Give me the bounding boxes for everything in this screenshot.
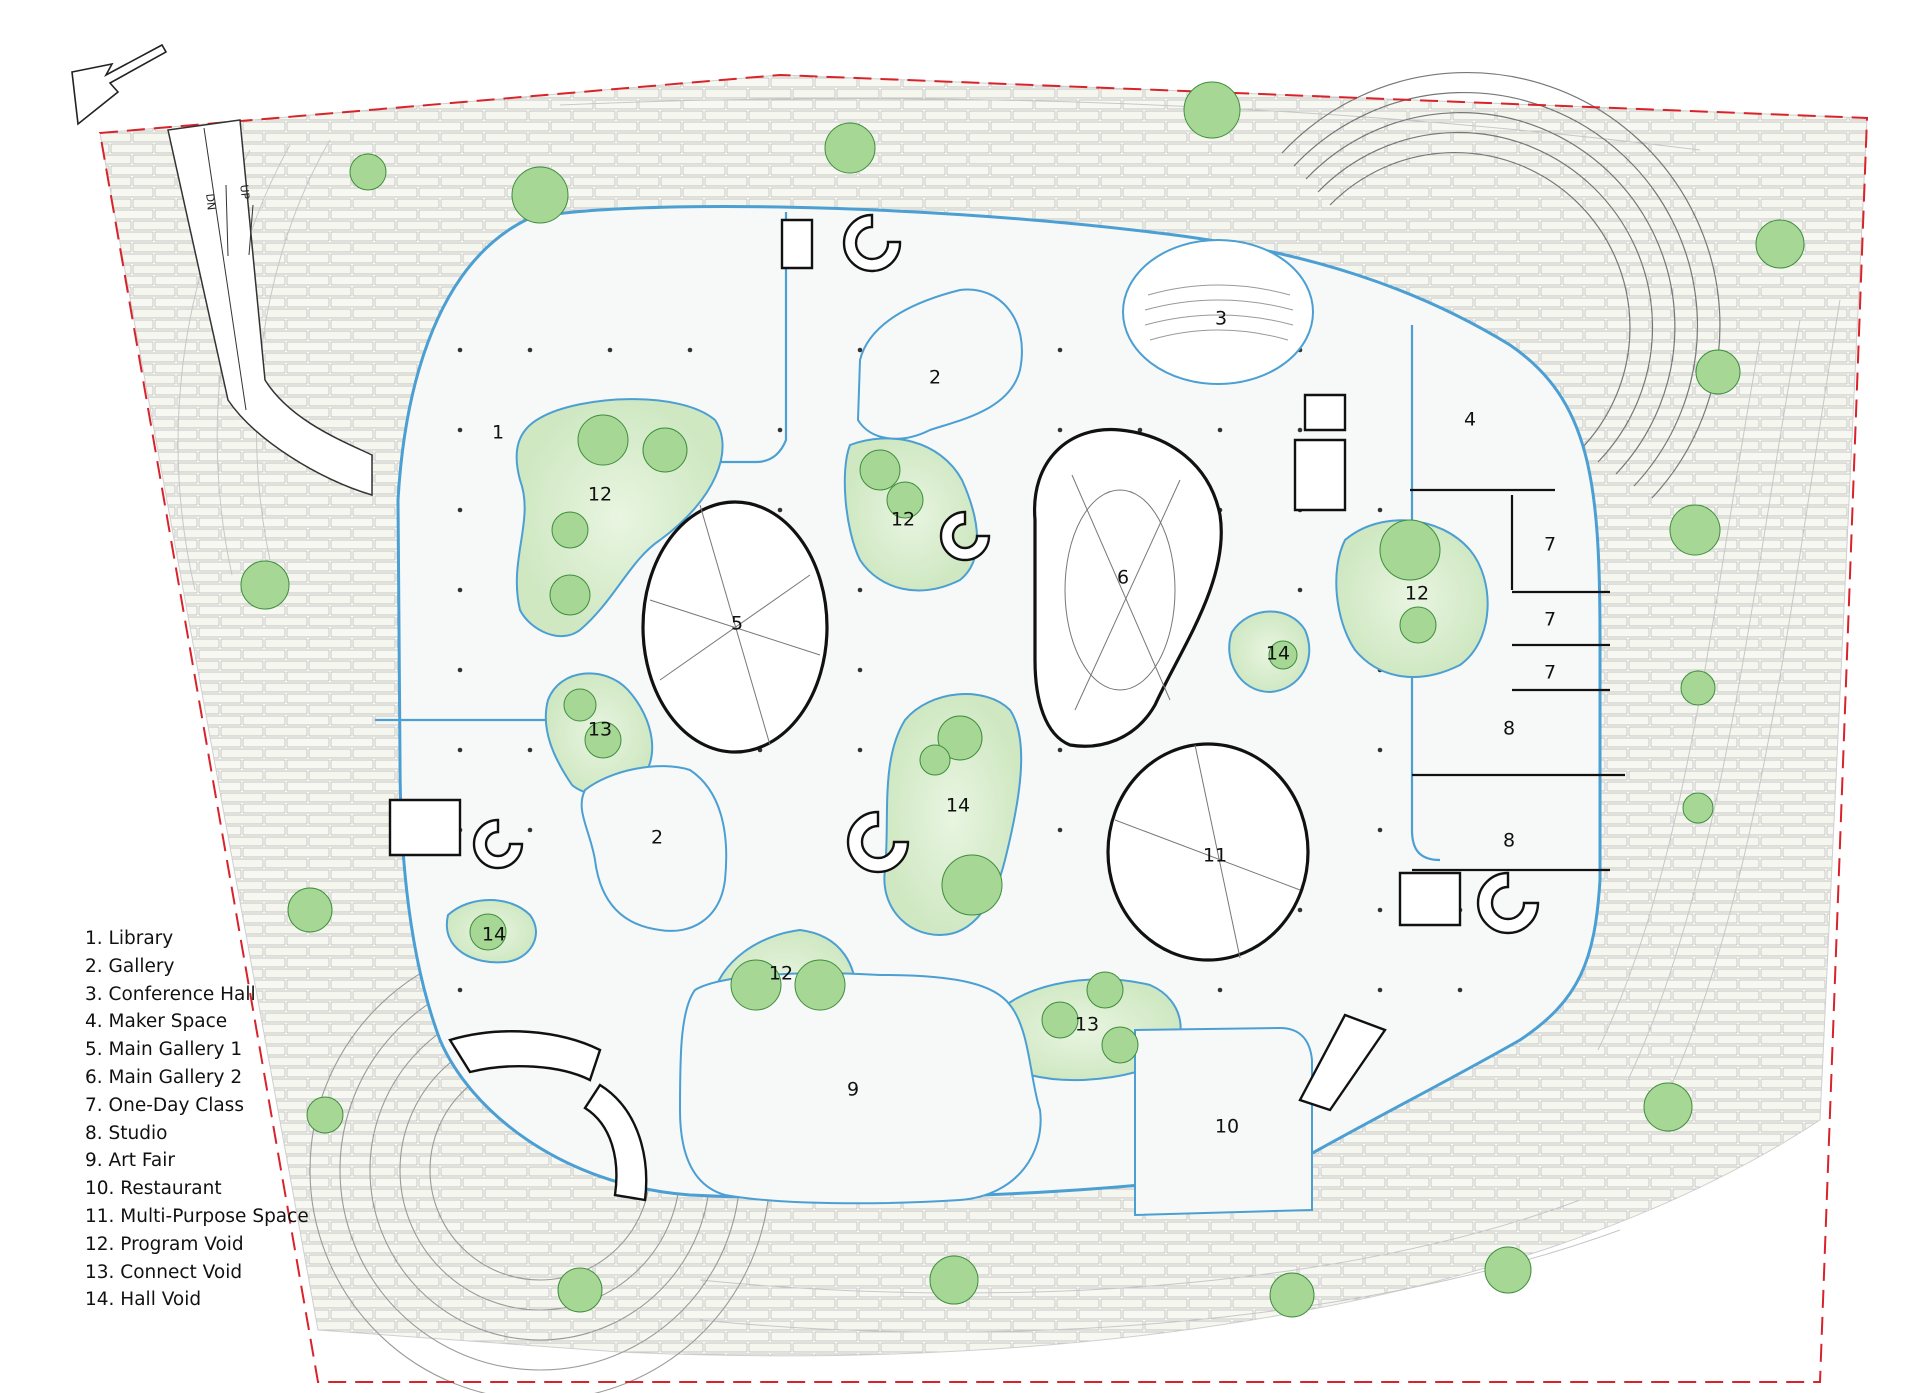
ramp-up-label: UP [237, 184, 252, 200]
label-program-void-3: 12 [1405, 583, 1429, 605]
label-library: 1 [492, 422, 504, 444]
art-fair-area [678, 972, 1042, 1205]
main-gallery-2-axes [1064, 474, 1181, 711]
legend-item: 5. Main Gallery 1 [85, 1039, 243, 1061]
label-program-void-4: 12 [769, 963, 793, 985]
ramp-down-label: DN [203, 193, 218, 211]
north-arrow-icon [71, 43, 168, 126]
label-main-gallery-2: 6 [1117, 567, 1129, 589]
label-hall-void-2: 14 [946, 795, 970, 817]
label-connect-void-1: 13 [588, 719, 612, 741]
legend-item: 9. Art Fair [85, 1150, 175, 1172]
label-connect-void-2: 13 [1075, 1014, 1099, 1036]
legend-item: 12. Program Void [85, 1233, 244, 1255]
partitions [375, 212, 1441, 862]
label-program-void-2: 12 [891, 509, 915, 531]
label-hall-void-1: 14 [1266, 643, 1290, 665]
legend-item: 1. Library [85, 928, 174, 949]
label-studio-2: 8 [1503, 830, 1515, 852]
conference-seating [1144, 284, 1294, 341]
legend-item: 6. Main Gallery 2 [85, 1066, 243, 1088]
multi-purpose-axes [1114, 744, 1301, 959]
site-boundary [98, 73, 1869, 1383]
legend-item: 11. Multi-Purpose Space [85, 1205, 309, 1227]
label-conference-hall: 3 [1215, 308, 1227, 330]
label-maker-space: 4 [1464, 409, 1476, 431]
paving-arcs [177, 98, 1841, 1333]
legend-item: 13. Connect Void [85, 1261, 243, 1283]
label-art-fair: 9 [847, 1079, 859, 1101]
main-gallery-2 [1033, 427, 1223, 748]
restaurant-area [1134, 1026, 1313, 1217]
label-program-void-1: 12 [588, 484, 612, 506]
label-restaurant: 10 [1215, 1116, 1239, 1138]
stage-stands [448, 1013, 1387, 1202]
legend-item: 8. Studio [85, 1122, 168, 1144]
label-one-day-class-1: 7 [1544, 534, 1556, 556]
legend-item: 7. One-Day Class [85, 1094, 244, 1116]
legend-item: 10. Restaurant [85, 1178, 222, 1200]
legend-item: 3. Conference Hall [85, 983, 256, 1005]
label-one-day-class-2: 7 [1544, 609, 1556, 631]
label-gallery-bottom: 2 [651, 827, 663, 849]
label-multi-purpose-space: 11 [1203, 845, 1227, 867]
legend: 1. Library 2. Gallery 3. Conference Hall… [85, 925, 309, 1314]
label-main-gallery-1: 5 [731, 613, 743, 635]
legend-item: 4. Maker Space [85, 1011, 228, 1033]
label-one-day-class-3: 7 [1544, 662, 1556, 684]
label-studio-1: 8 [1503, 718, 1515, 740]
legend-item: 14. Hall Void [85, 1289, 202, 1311]
gallery-blobs [580, 288, 1023, 932]
legend-item: 2. Gallery [85, 955, 175, 977]
service-cores [388, 213, 1540, 935]
ramp [167, 119, 373, 496]
multi-purpose-space [1106, 742, 1310, 962]
label-gallery-top: 2 [929, 367, 941, 389]
label-hall-void-3: 14 [482, 924, 506, 946]
main-gallery-1-axes [649, 504, 821, 746]
trees [240, 81, 1805, 1318]
conference-hall [1122, 239, 1314, 385]
